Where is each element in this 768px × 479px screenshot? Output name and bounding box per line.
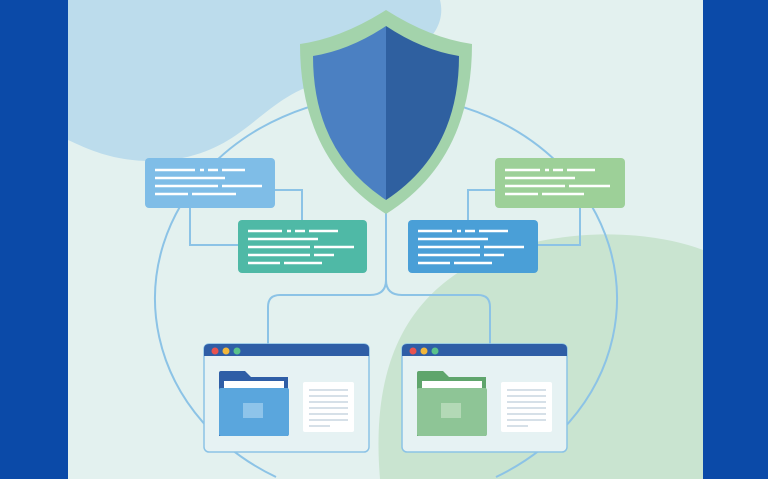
card-blue (145, 158, 275, 208)
folder-icon (417, 371, 487, 436)
browser-window-right (401, 343, 568, 453)
card-teal (238, 220, 367, 273)
shield-icon (300, 10, 472, 214)
document-icon (501, 382, 552, 432)
card-blue-dark (408, 220, 538, 273)
document-icon (303, 382, 354, 432)
browser-window-left (203, 343, 370, 453)
folder-icon (219, 371, 289, 436)
card-green (495, 158, 625, 208)
